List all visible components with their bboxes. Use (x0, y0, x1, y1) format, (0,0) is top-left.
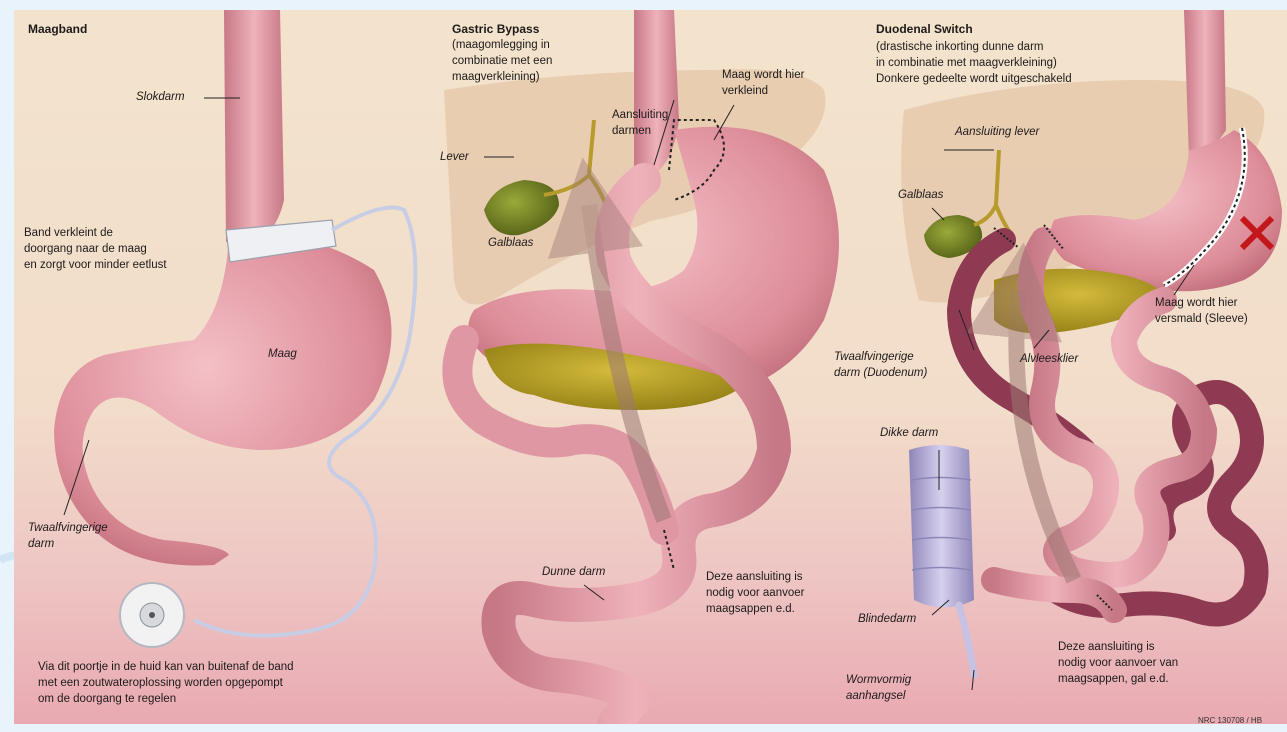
duodenal-switch-subtitle-3: Donkere gedeelte wordt uitgeschakeld (876, 72, 1072, 87)
label-slokdarm: Slokdarm (136, 90, 185, 105)
credit-line: NRC 130708 / HB (1198, 714, 1262, 729)
gastric-bypass-subtitle-2: combinatie met een (452, 54, 552, 69)
label-aansluiting-2: darmen (612, 124, 651, 139)
label-maag: Maag (268, 347, 297, 362)
label-deze-aansluiting-3-1: Deze aansluiting is (1058, 640, 1155, 655)
label-aansluiting-lever: Aansluiting lever (955, 125, 1039, 140)
gastric-bypass-subtitle-1: (maagomlegging in (452, 38, 550, 53)
label-galblaas-3: Galblaas (898, 188, 943, 203)
label-wormvormig-2: aanhangsel (846, 689, 905, 704)
label-twaalfvingerige-2: darm (28, 537, 54, 552)
esophagus-3 (1184, 10, 1226, 160)
label-band-3: en zorgt voor minder eetlust (24, 258, 167, 273)
appendix (959, 605, 974, 675)
label-poortje-2: met een zoutwateroplossing worden opgepo… (38, 676, 283, 691)
label-deze-aansluiting-2: nodig voor aanvoer (706, 586, 804, 601)
label-dikke-darm: Dikke darm (880, 426, 938, 441)
label-band-2: doorgang naar de maag (24, 242, 147, 257)
label-deze-aansluiting-3: maagsappen e.d. (706, 602, 795, 617)
stomach (54, 235, 392, 565)
label-deze-aansluiting-1: Deze aansluiting is (706, 570, 803, 585)
ileum-3 (994, 580, 1114, 610)
duodenal-switch-figure (901, 10, 1282, 690)
maagband-title: Maagband (28, 22, 87, 37)
label-twaalfvingerige-3-1: Twaalfvingerige (834, 350, 914, 365)
maagband-figure (54, 10, 415, 647)
label-maag-versmald-1: Maag wordt hier (1155, 296, 1237, 311)
esophagus (224, 10, 284, 242)
label-poortje-1: Via dit poortje in de huid kan van buite… (38, 660, 294, 675)
label-lever: Lever (440, 150, 469, 165)
label-maag-verkleind-1: Maag wordt hier (722, 68, 804, 83)
label-twaalfvingerige-3-2: darm (Duodenum) (834, 366, 927, 381)
label-alvleesklier: Alvleesklier (1020, 352, 1078, 367)
label-aansluiting-1: Aansluiting (612, 108, 668, 123)
label-poortje-3: om de doorgang te regelen (38, 692, 176, 707)
duodenal-switch-subtitle-1: (drastische inkorting dunne darm (876, 40, 1043, 55)
label-wormvormig-1: Wormvormig (846, 673, 911, 688)
label-band-1: Band verkleint de (24, 226, 113, 241)
label-maag-versmald-2: versmald (Sleeve) (1155, 312, 1248, 327)
duodenal-switch-subtitle-2: in combinatie met maagverkleining) (876, 56, 1057, 71)
gastric-bypass-subtitle-3: maagverkleining) (452, 70, 540, 85)
label-dunne-darm: Dunne darm (542, 565, 605, 580)
label-deze-aansluiting-3-3: maagsappen, gal e.d. (1058, 672, 1169, 687)
label-twaalfvingerige-1: Twaalfvingerige (28, 521, 108, 536)
label-galblaas: Galblaas (488, 236, 533, 251)
label-deze-aansluiting-3-2: nodig voor aanvoer van (1058, 656, 1178, 671)
colon (909, 445, 974, 608)
duodenal-switch-title: Duodenal Switch (876, 22, 973, 37)
label-maag-verkleind-2: verkleind (722, 84, 768, 99)
label-blindedarm: Blindedarm (858, 612, 916, 627)
gastric-bypass-title: Gastric Bypass (452, 22, 539, 37)
